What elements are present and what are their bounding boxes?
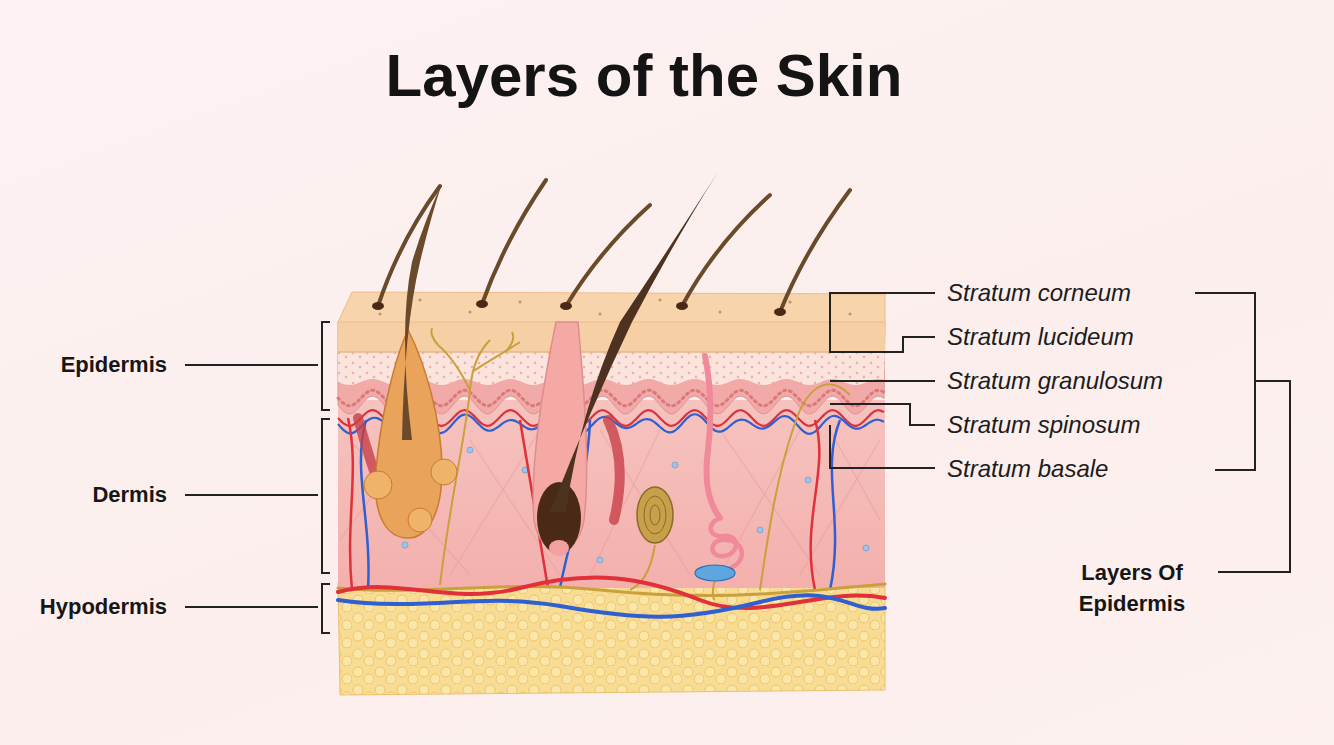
hair-shaft bbox=[372, 172, 850, 512]
title: Layers of the Skin bbox=[0, 40, 1288, 112]
dermal-vessels bbox=[830, 420, 840, 590]
fibroblast-cells bbox=[402, 542, 408, 548]
pacinian-corpuscle bbox=[637, 487, 673, 543]
nerve-fibers bbox=[760, 384, 850, 590]
hair-shaft bbox=[402, 183, 442, 440]
fibroblast-cells bbox=[402, 447, 869, 563]
pacinian-corpuscle bbox=[637, 487, 673, 543]
fibroblast-cells bbox=[467, 447, 473, 453]
collagen-fibers bbox=[830, 430, 880, 520]
stratum-leaders bbox=[1195, 293, 1255, 470]
sweat-gland bbox=[711, 518, 742, 568]
dermal-vessels bbox=[348, 418, 353, 590]
stratum-leaders bbox=[1218, 381, 1290, 572]
nerve-receptor bbox=[695, 565, 735, 581]
sweat-gland bbox=[705, 356, 742, 568]
hair-shaft bbox=[682, 195, 770, 306]
hair-shaft bbox=[774, 308, 786, 316]
stratum-leaders bbox=[830, 425, 935, 468]
hair-shaft bbox=[566, 205, 650, 306]
hair-shaft bbox=[676, 302, 688, 310]
hypodermis-layer bbox=[338, 582, 885, 695]
dermal-vessels bbox=[811, 420, 820, 590]
hair-shaft bbox=[476, 300, 488, 308]
layer-brackets bbox=[185, 322, 330, 633]
fibroblast-cells bbox=[863, 545, 869, 551]
sebaceous-gland bbox=[408, 508, 432, 532]
skin-pores bbox=[419, 299, 422, 302]
hypodermis-layer bbox=[338, 582, 885, 695]
layer-label: Hypodermis bbox=[40, 594, 167, 620]
hair-follicle bbox=[549, 540, 569, 556]
skin-pores bbox=[659, 299, 662, 302]
nerve-receptor bbox=[695, 565, 735, 581]
fibroblast-cells bbox=[672, 462, 678, 468]
pacinian-corpuscle bbox=[650, 505, 660, 525]
sebaceous-gland bbox=[364, 471, 392, 499]
nerve-fibers bbox=[438, 345, 470, 390]
stratum-leaders bbox=[830, 380, 935, 382]
hair-shaft bbox=[550, 172, 718, 512]
skin-pores bbox=[789, 301, 792, 304]
hypodermis-vessels bbox=[338, 578, 885, 617]
layer-brackets bbox=[322, 322, 330, 410]
stratum-leaders bbox=[830, 293, 935, 352]
hair-follicle bbox=[533, 322, 587, 556]
skin-surface bbox=[338, 292, 885, 322]
stratum-label: Stratum spinosum bbox=[947, 411, 1140, 439]
layer-brackets bbox=[185, 494, 318, 496]
group-label: Layers Of Epidermis bbox=[1058, 557, 1206, 619]
nerve-fibers bbox=[472, 342, 520, 372]
pacinian-corpuscle bbox=[644, 496, 666, 534]
collagen-fibers bbox=[720, 430, 820, 575]
layer-brackets bbox=[322, 419, 330, 573]
layer-brackets bbox=[185, 606, 318, 608]
sweat-gland bbox=[705, 356, 720, 518]
skin-pores bbox=[469, 311, 472, 314]
layer-brackets bbox=[185, 364, 318, 366]
layer-label: Dermis bbox=[92, 482, 167, 508]
stratum-label: Stratum granulosum bbox=[947, 367, 1163, 395]
stratum-leaders bbox=[830, 404, 935, 425]
skin-pores bbox=[519, 301, 522, 304]
hair-shaft bbox=[372, 302, 384, 310]
nerve-fibers bbox=[431, 328, 438, 345]
fibroblast-cells bbox=[597, 557, 603, 563]
skin-pores bbox=[849, 313, 852, 316]
stratum-label: Stratum lucideum bbox=[947, 323, 1134, 351]
arrector-pili-muscle bbox=[608, 420, 620, 520]
stratum-leaders bbox=[830, 293, 1290, 572]
layer-label: Epidermis bbox=[61, 352, 167, 378]
nerve-fibers bbox=[431, 328, 850, 600]
stratum-label: Stratum basale bbox=[947, 455, 1108, 483]
skin-pores bbox=[379, 313, 382, 316]
fibroblast-cells bbox=[805, 477, 811, 483]
hair-shaft bbox=[378, 186, 440, 306]
skin-pores bbox=[599, 313, 602, 316]
hair-shaft bbox=[560, 302, 572, 310]
nerve-fibers bbox=[505, 332, 513, 352]
stratum-label: Stratum corneum bbox=[947, 279, 1131, 307]
sebaceous-gland bbox=[431, 459, 457, 485]
hypodermis-vessels bbox=[338, 595, 885, 616]
hair-shaft bbox=[482, 180, 546, 304]
layer-brackets bbox=[322, 584, 330, 633]
skin-pores bbox=[719, 311, 722, 314]
fibroblast-cells bbox=[757, 527, 763, 533]
